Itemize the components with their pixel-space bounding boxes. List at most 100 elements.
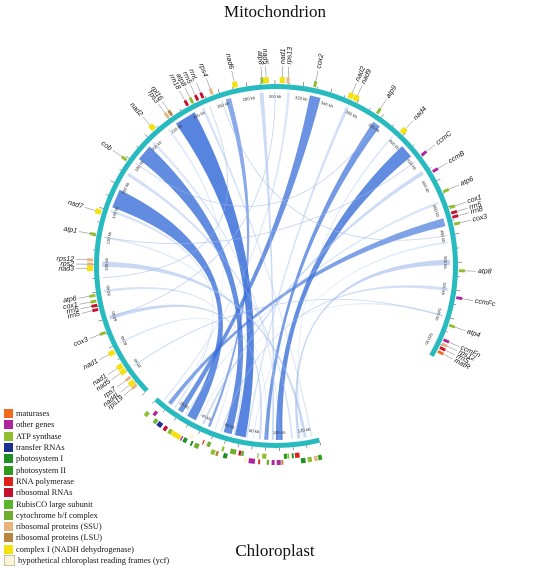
legend-swatch — [4, 555, 15, 566]
legend-swatch — [4, 432, 13, 441]
tick-mark — [218, 89, 219, 93]
gene-label-leader — [79, 232, 90, 234]
chloroplast-gene-block — [190, 441, 194, 446]
mito-gene-block — [95, 208, 102, 215]
tick-mark — [92, 292, 96, 293]
tick-mark — [174, 418, 176, 421]
tick-mark — [186, 425, 187, 428]
gene-label: rps12 — [56, 256, 74, 264]
gene-label-leader — [206, 79, 210, 89]
legend-label: photosystem II — [16, 466, 66, 475]
gene-label: cox2 — [315, 53, 325, 69]
chloroplast-gene-block — [258, 459, 260, 464]
chloroplast-gene-block — [262, 454, 267, 459]
synteny-link — [136, 124, 377, 206]
gene-label-leader — [80, 302, 91, 304]
gene-label: atp4 — [466, 328, 481, 339]
gene-label: nad1 — [82, 358, 99, 372]
gene-label-leader — [266, 66, 267, 77]
tick-mark — [152, 401, 154, 403]
gene-label-leader — [449, 185, 459, 189]
tick-label: 540 kb — [434, 308, 443, 322]
gene-label-leader — [455, 327, 465, 331]
gene-label-leader — [426, 145, 435, 152]
legend-label: ribosomal proteins (LSU) — [16, 533, 102, 542]
tick-label: 460 kb — [432, 204, 441, 218]
mito-gene-block — [90, 232, 96, 236]
gene-label: nad4 — [412, 106, 428, 122]
legend-swatch — [4, 522, 13, 531]
gene-label-leader — [117, 381, 126, 388]
tick-label: 340 kb — [320, 100, 334, 109]
tick-mark — [136, 146, 138, 147]
chloroplast-gene-block — [301, 458, 306, 464]
legend-label: maturases — [16, 409, 50, 418]
tick-label: 100 kb — [273, 430, 286, 435]
chloroplast-gene-block — [210, 449, 216, 455]
chloroplast-gene-block — [189, 434, 195, 440]
legend-item: ribosomal proteins (LSU) — [4, 532, 169, 543]
gene-label-leader — [85, 207, 96, 210]
tick-mark — [303, 82, 304, 86]
mito-gene-block — [87, 266, 93, 271]
gene-label-leader — [99, 355, 109, 360]
tick-mark — [145, 134, 148, 137]
legend-label: RubisCO large subunit — [16, 500, 93, 509]
mito-gene-block — [264, 77, 269, 83]
mito-gene-block — [89, 294, 95, 298]
mito-gene-block — [232, 81, 238, 88]
gene-label-leader — [108, 369, 117, 375]
gene-label-leader — [443, 354, 453, 359]
tick-mark — [157, 126, 158, 128]
gene-label: nad7 — [67, 199, 85, 211]
mito-gene-block — [148, 123, 156, 131]
gene-label-leader — [288, 66, 289, 77]
tick-label: 360 kb — [345, 109, 359, 119]
tick-mark — [98, 320, 102, 321]
tick-mark — [437, 179, 441, 181]
legend-item: ribosomal RNAs — [4, 487, 169, 498]
chloroplast-gene-block — [314, 456, 318, 462]
legend-item: maturases — [4, 408, 169, 419]
gene-label-leader — [162, 101, 168, 110]
chloroplast-gene-block — [248, 458, 255, 464]
legend-label: ribosomal proteins (SSU) — [16, 522, 102, 531]
mito-gene-block — [99, 331, 106, 336]
tick-mark — [455, 233, 459, 234]
gene-label: nad5 — [261, 49, 269, 65]
gene-label: cob — [100, 140, 113, 152]
mito-gene-block — [452, 214, 459, 218]
legend-item: cytochrome b/f complex — [4, 510, 169, 521]
mito-gene-block — [313, 81, 317, 87]
mito-gene-block — [184, 100, 189, 107]
gene-label-leader — [261, 67, 262, 78]
tick-label: 440 kb — [421, 180, 432, 194]
tick-label: 100 kb — [104, 257, 109, 270]
chloroplast-gene-block — [194, 443, 200, 449]
tick-mark — [369, 108, 370, 110]
gene-label-leader — [232, 71, 234, 82]
gene-label: cox3 — [73, 336, 89, 348]
chloroplast-gene-block — [272, 460, 275, 465]
tick-label: 560 kb — [424, 332, 434, 346]
tick-mark — [238, 444, 239, 447]
gene-label-leader — [457, 208, 468, 211]
gene-label: rps4 — [197, 63, 208, 78]
gene-label-leader — [180, 91, 185, 101]
tick-mark — [111, 181, 115, 183]
mito-gene-block — [456, 296, 462, 300]
mito-gene-block — [87, 258, 93, 261]
tick-mark — [109, 346, 113, 348]
tick-label: 40 kb — [119, 334, 128, 346]
gene-label-leader — [406, 121, 414, 129]
legend-swatch — [4, 533, 13, 542]
tick-mark — [430, 167, 432, 168]
tick-mark — [344, 95, 345, 97]
tick-mark — [180, 109, 181, 111]
gene-label-leader — [447, 346, 457, 351]
chloroplast-gene-block — [241, 451, 244, 456]
tick-mark — [452, 220, 454, 221]
mito-gene-block — [199, 92, 204, 99]
mito-gene-block — [194, 94, 199, 101]
gene-label-leader — [458, 213, 469, 216]
